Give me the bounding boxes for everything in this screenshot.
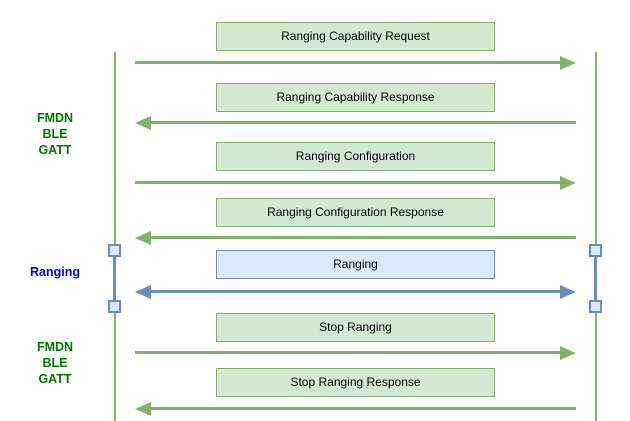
message-box-ranging: Ranging (216, 250, 495, 279)
arrowhead-left-icon (135, 231, 151, 245)
arrowhead-left-icon (135, 116, 151, 130)
arrow-ranging-capability-response (135, 116, 576, 130)
arrow-shaft (135, 61, 566, 64)
message-box-stop-ranging: Stop Ranging (216, 313, 495, 342)
arrow-shaft (145, 236, 576, 239)
phase-label-ranging: Ranging (30, 265, 80, 279)
arrow-ranging-configuration (135, 176, 576, 190)
arrow-ranging-configuration-response (135, 231, 576, 245)
ranging-session-segment-left (113, 250, 116, 307)
arrow-stop-ranging (135, 346, 576, 360)
arrowhead-left-icon (135, 285, 151, 299)
arrow-shaft (145, 121, 576, 124)
lifeline-left (114, 52, 116, 421)
message-box-stop-ranging-response: Stop Ranging Response (216, 368, 495, 397)
arrow-stop-ranging-response (135, 402, 576, 416)
arrowhead-right-icon (560, 346, 576, 360)
arrowhead-right-icon (560, 176, 576, 190)
message-box-ranging-configuration: Ranging Configuration (216, 142, 495, 171)
arrow-shaft (135, 181, 566, 184)
message-box-ranging-configuration-response: Ranging Configuration Response (216, 198, 495, 227)
arrowhead-right-icon (560, 285, 576, 299)
arrow-shaft (145, 407, 576, 410)
session-start-marker-right (589, 244, 602, 257)
ranging-session-segment-right (594, 250, 597, 307)
arrowhead-left-icon (135, 402, 151, 416)
message-box-ranging-capability-request: Ranging Capability Request (216, 22, 495, 51)
session-start-marker-left (108, 244, 121, 257)
arrow-shaft (145, 290, 566, 293)
phase-label-fmdn-ble-gatt-top: FMDN BLE GATT (36, 111, 74, 157)
arrow-shaft (135, 351, 566, 354)
message-box-ranging-capability-response: Ranging Capability Response (216, 83, 495, 112)
lifeline-right (595, 52, 597, 421)
session-end-marker-right (589, 300, 602, 313)
arrowhead-right-icon (560, 56, 576, 70)
arrow-ranging-capability-request (135, 56, 576, 70)
session-end-marker-left (108, 300, 121, 313)
phase-label-fmdn-ble-gatt-bottom: FMDN BLE GATT (36, 340, 74, 386)
arrow-ranging-bidirectional (135, 285, 576, 299)
